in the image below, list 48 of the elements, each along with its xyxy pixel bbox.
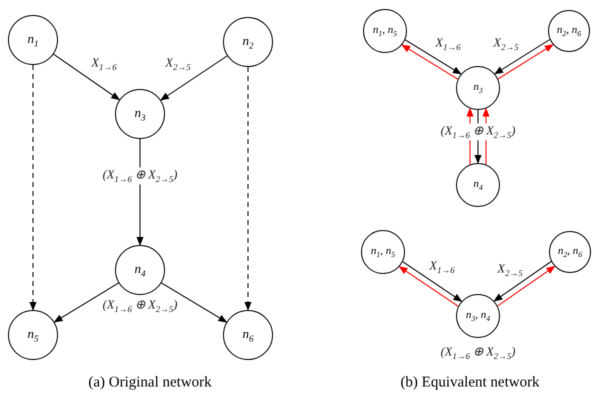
node-circle — [456, 294, 500, 338]
node-circle — [8, 310, 58, 360]
dashed-arrow — [244, 66, 252, 311]
arrow — [401, 44, 458, 80]
node-label: n$_{5}$ — [27, 326, 39, 344]
edge-label: X$_{1→6}$ — [91, 55, 117, 73]
node-label: n$_{3}$ — [473, 80, 483, 96]
node-circle — [549, 231, 591, 273]
node-label: n$_{4}$ — [473, 178, 483, 192]
edge-label: (X$_{1→6}$ ⊕ X$_{2→5}$) — [102, 167, 178, 185]
node-label: n$_{1}$, n$_{5}$ — [370, 244, 396, 260]
arrow — [494, 39, 550, 74]
arrow — [404, 39, 462, 75]
dashed-arrow — [29, 64, 37, 311]
node-label: n$_{2}$ — [242, 33, 254, 51]
node-caption: (X$_{1→6}$ ⊕ X$_{2→5}$) — [440, 344, 516, 362]
figure-caption: (b) Equivalent network — [400, 374, 540, 392]
edge-label: (X$_{1→6}$ ⊕ X$_{2→5}$) — [440, 123, 516, 141]
node-label: n$_{4}$ — [134, 261, 146, 279]
node-circle — [361, 230, 405, 274]
node-label: n$_{2}$, n$_{6}$ — [556, 24, 582, 38]
node-label: n$_{1}$ — [27, 31, 39, 49]
arrow — [498, 44, 554, 80]
edge-label: X$_{2→5}$ — [497, 261, 523, 279]
node-label: n$_{6}$ — [242, 326, 254, 344]
arrow — [53, 54, 120, 100]
node-circle — [363, 9, 407, 53]
node-circle — [548, 10, 590, 52]
edge-label: X$_{1→6}$ — [435, 35, 461, 53]
node-circle — [456, 66, 500, 110]
node-circle — [456, 163, 500, 207]
node-circle — [115, 89, 165, 139]
node-label: n$_{2}$, n$_{6}$ — [558, 244, 582, 260]
edge-label: X$_{2→5}$ — [165, 55, 191, 73]
node-circle — [8, 15, 58, 65]
formula-label: (X$_{1→6}$ ⊕ X$_{2→5}$) — [102, 297, 178, 315]
edge-label: X$_{2→5}$ — [493, 35, 519, 53]
arrow — [54, 282, 120, 323]
figure-caption: (a) Original network — [88, 374, 212, 392]
node-label: n$_{1}$, n$_{5}$ — [372, 24, 398, 38]
node-circle — [115, 245, 165, 295]
node-circle — [223, 17, 273, 67]
node-label: n$_{3}$, n$_{4}$ — [466, 308, 490, 324]
node-label: n$_{3}$ — [134, 105, 146, 123]
edge-label: X$_{1→6}$ — [429, 258, 455, 276]
arrow — [160, 282, 228, 323]
arrow — [160, 55, 228, 101]
node-circle — [223, 310, 273, 360]
